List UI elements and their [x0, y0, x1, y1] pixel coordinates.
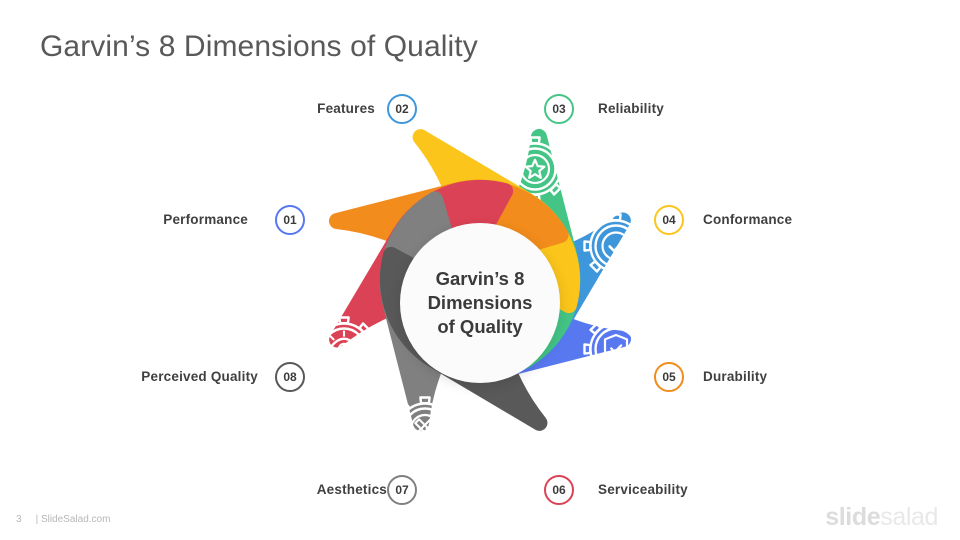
- page-title: Garvin’s 8 Dimensions of Quality: [40, 30, 478, 63]
- footer: 3 | SlideSalad.com: [16, 514, 110, 525]
- logo-bold-part: slide: [825, 503, 881, 531]
- footer-source: | SlideSalad.com: [35, 514, 111, 525]
- slidesalad-logo: slidesalad: [825, 503, 938, 532]
- center-hub-text: Garvin’s 8 Dimensions of Quality: [427, 268, 533, 337]
- page-number: 3: [16, 514, 22, 525]
- logo-normal-part: salad: [880, 503, 938, 531]
- center-hub: Garvin’s 8 Dimensions of Quality: [400, 223, 560, 383]
